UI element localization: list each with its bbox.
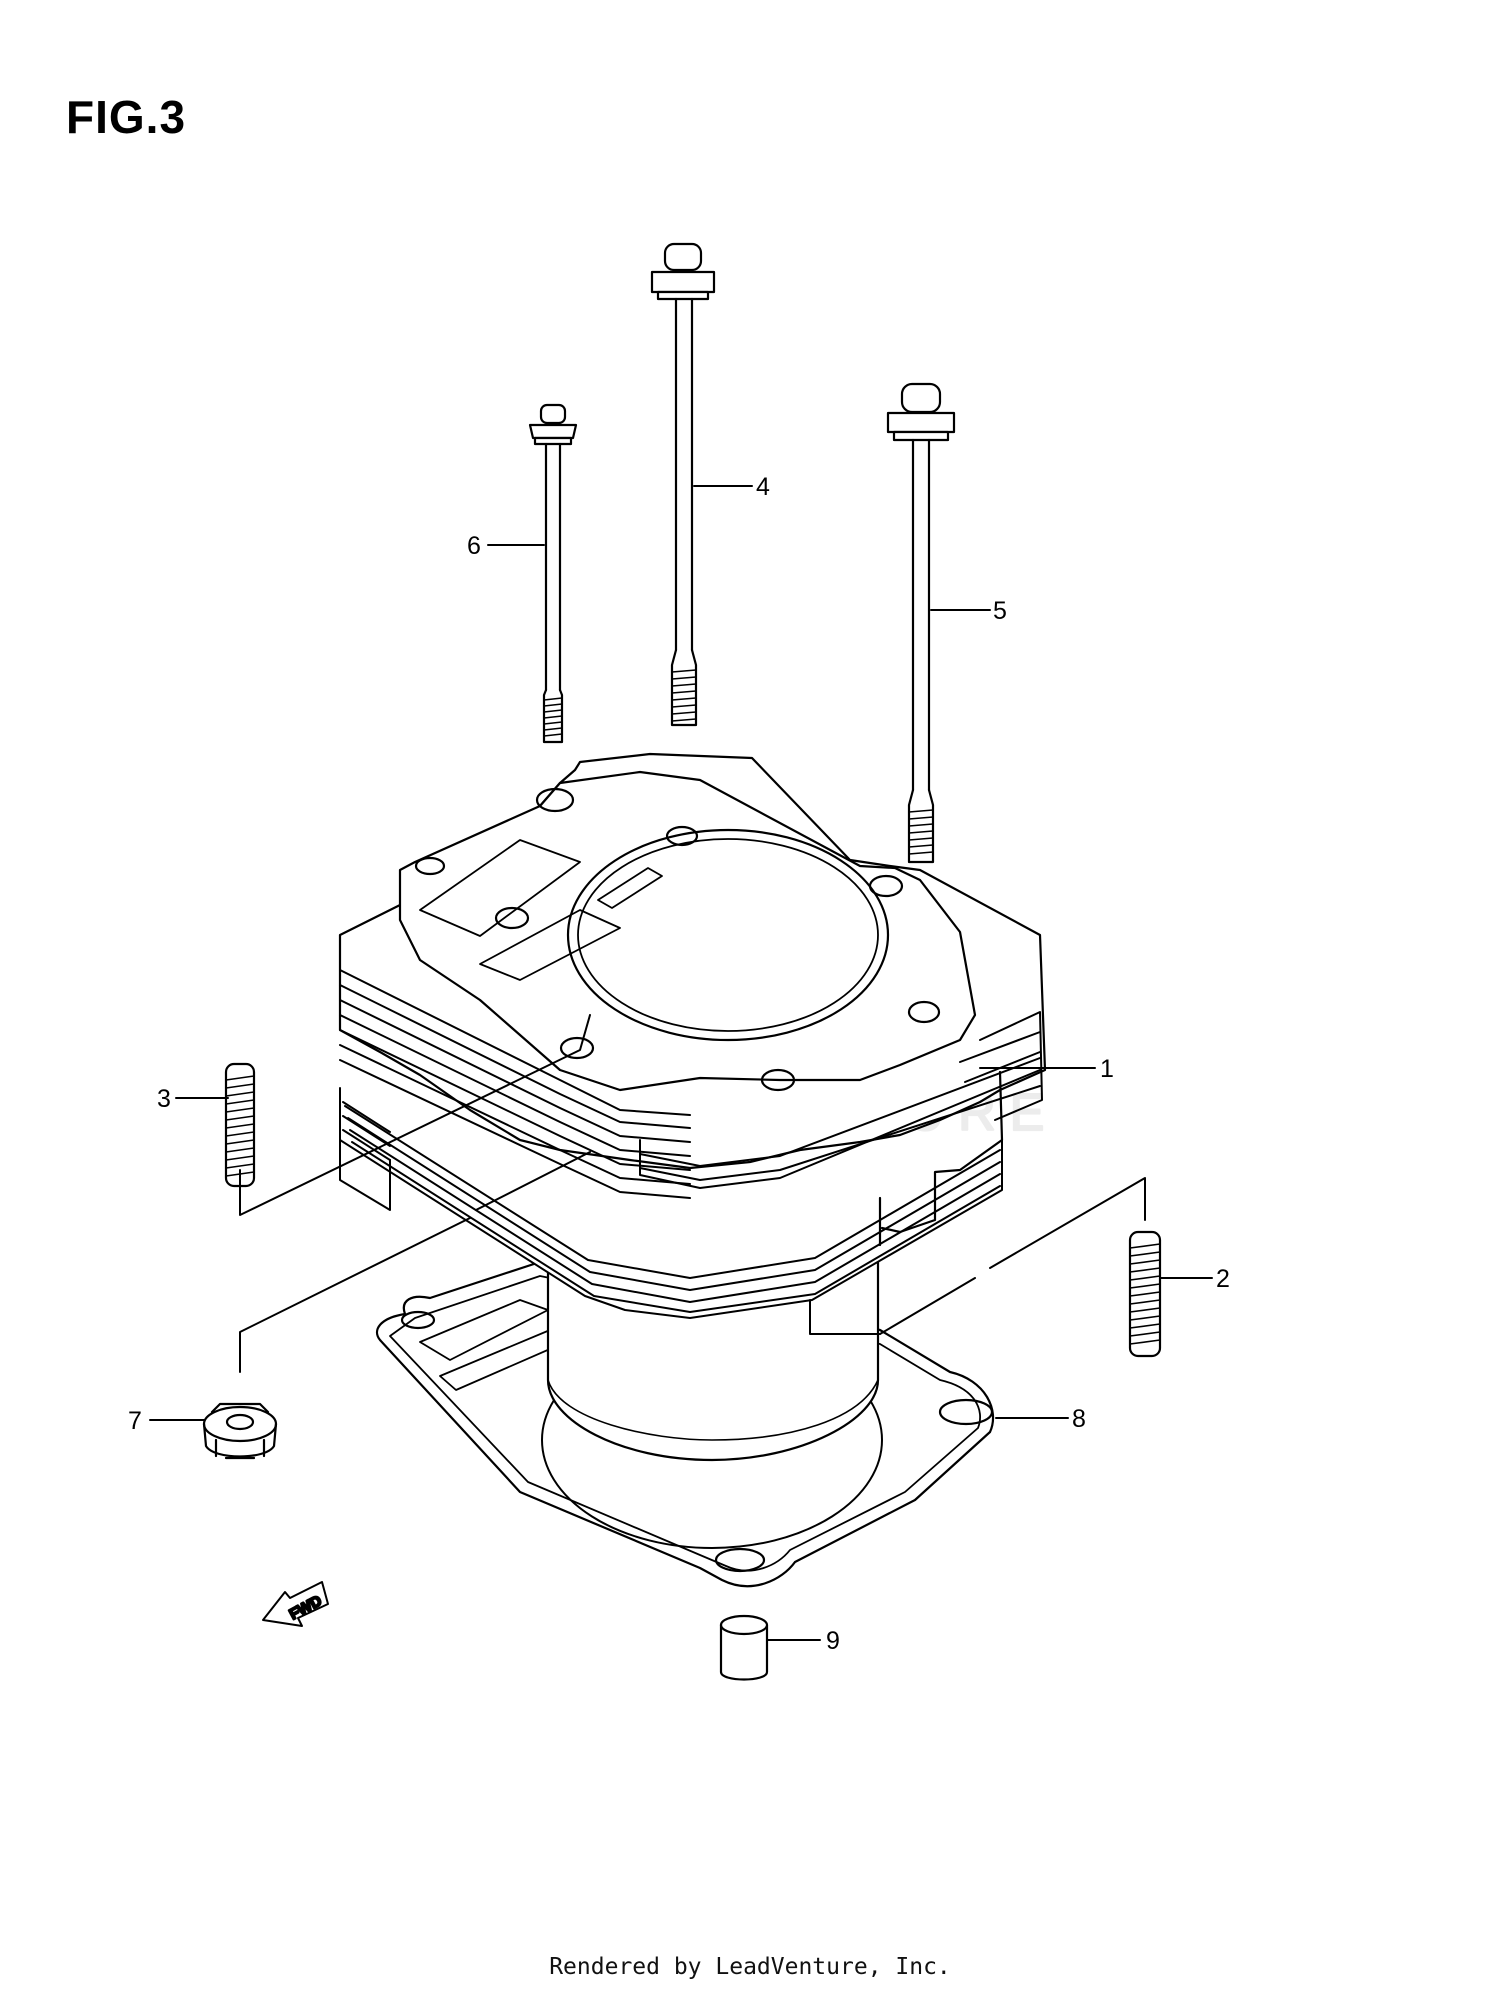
stud-2[interactable] <box>1128 1230 1162 1358</box>
bolt-6[interactable] <box>528 403 578 744</box>
bolt-5[interactable] <box>886 382 956 864</box>
leader-lines <box>149 485 1213 1641</box>
dowel-pin-9[interactable] <box>719 1614 769 1681</box>
callout-8: 8 <box>1072 1405 1086 1433</box>
callout-7: 7 <box>128 1407 142 1435</box>
stud-3[interactable] <box>224 1062 256 1188</box>
forward-direction-arrow: FWD <box>262 1581 329 1627</box>
callout-4: 4 <box>756 473 770 501</box>
callout-6: 6 <box>467 532 481 560</box>
callout-3: 3 <box>157 1085 171 1113</box>
flange-nut-7[interactable] <box>202 1402 278 1460</box>
callout-9: 9 <box>826 1627 840 1655</box>
callout-2: 2 <box>1216 1265 1230 1293</box>
figure-title: FIG.3 <box>66 91 187 143</box>
callout-1: 1 <box>1100 1055 1114 1083</box>
callout-5: 5 <box>993 597 1007 625</box>
bolt-4[interactable] <box>650 242 716 727</box>
cylinder-1[interactable] <box>338 752 1047 1462</box>
footer-credit: Rendered by LeadVenture, Inc. <box>549 1954 951 1980</box>
callout-labels: 6 4 5 1 3 2 7 8 9 <box>128 473 1230 1655</box>
assembly-guide-lines <box>239 1014 1146 1373</box>
